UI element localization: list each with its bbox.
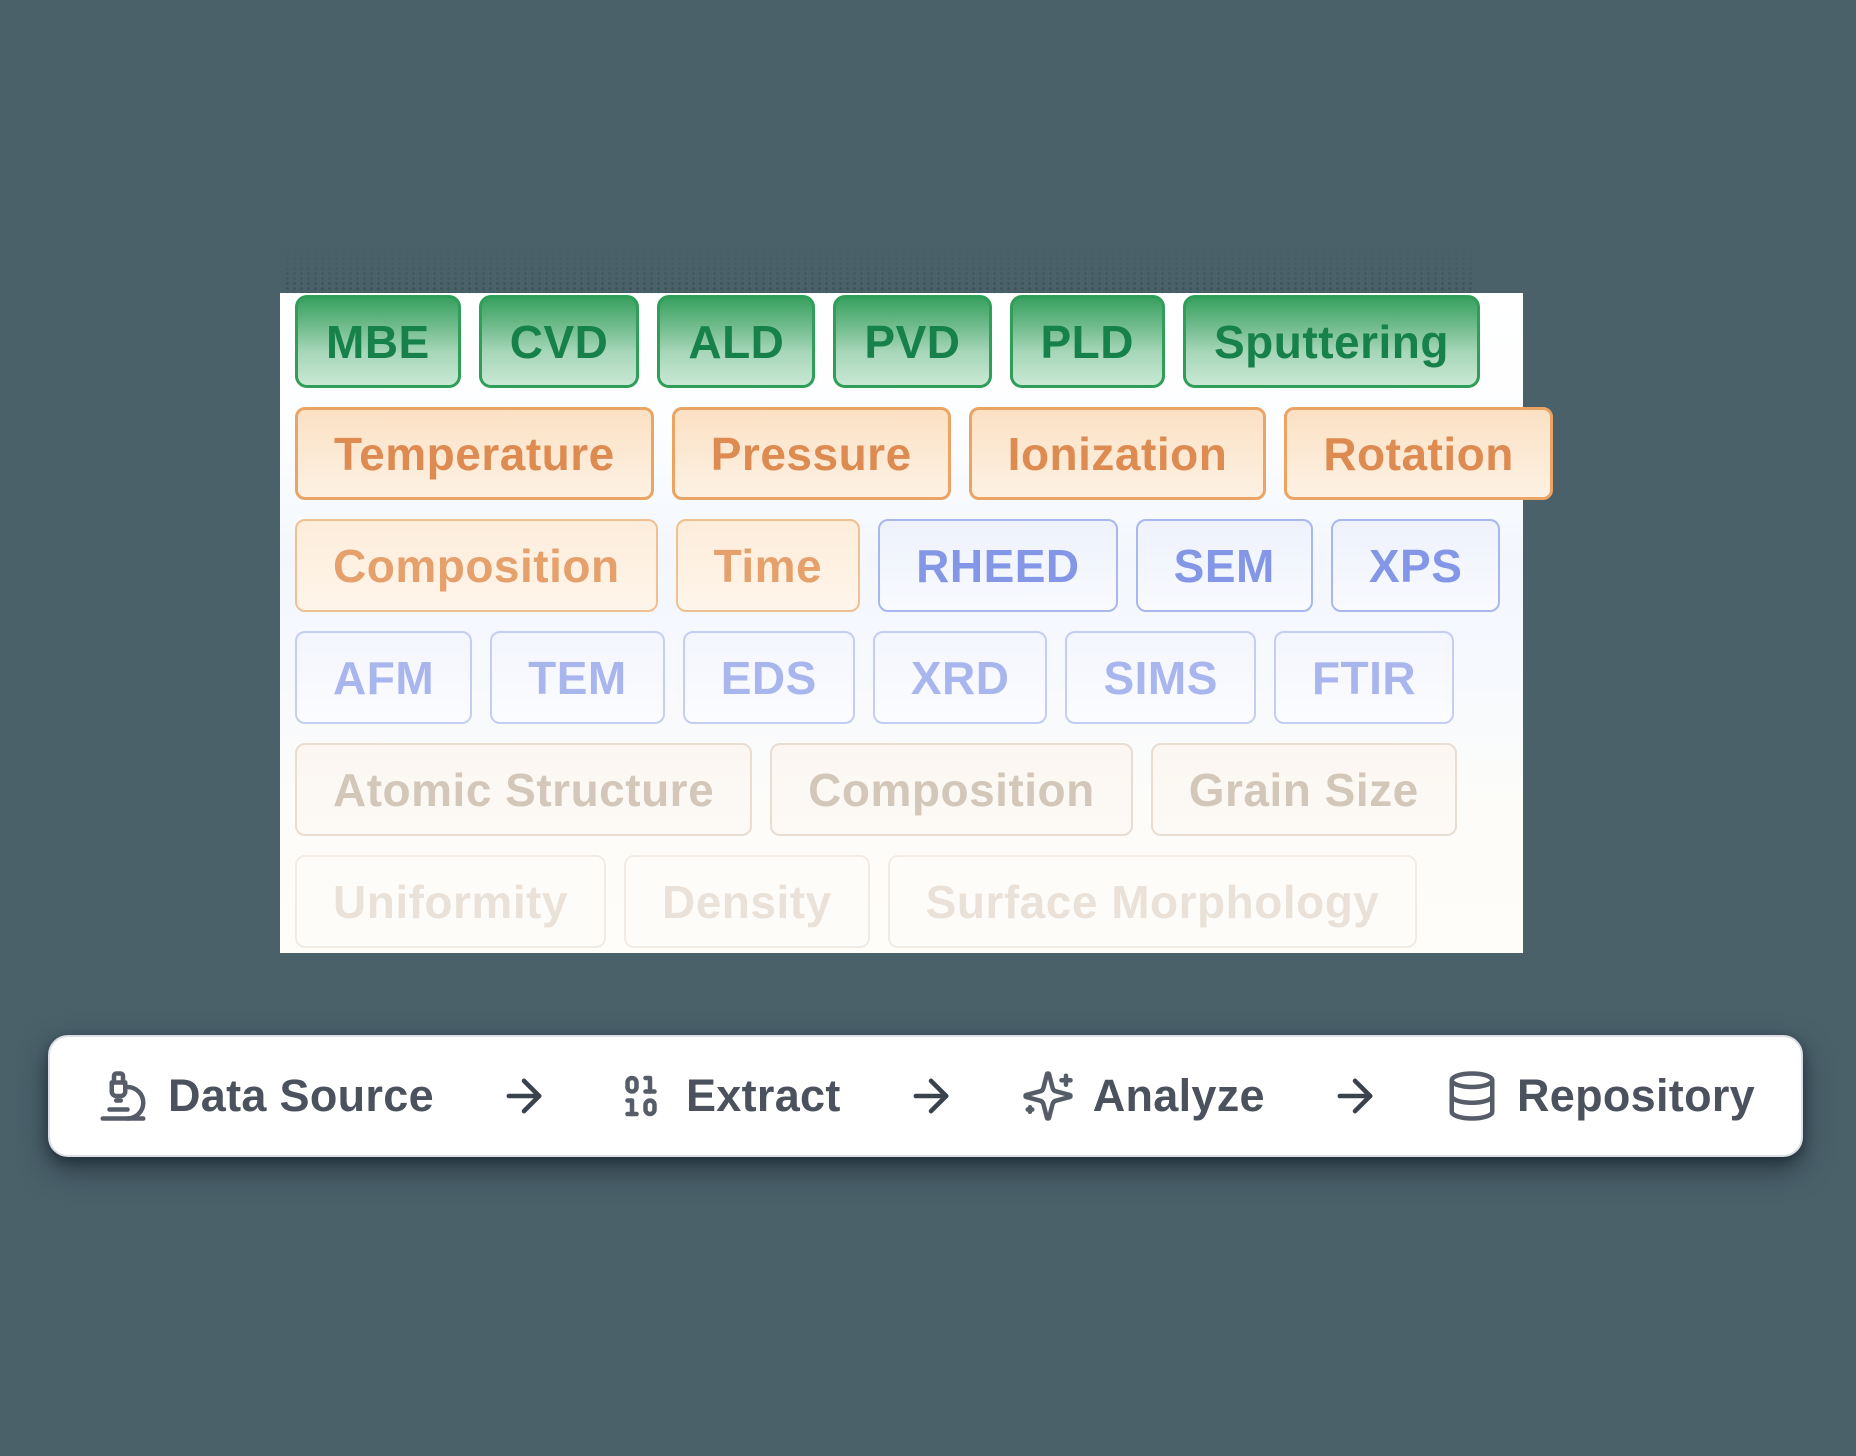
tag-chip[interactable]: CVD	[478, 295, 640, 388]
chip-row-film-qualities: Uniformity Density Surface Morphology	[295, 855, 1508, 948]
chip-row-parameters-and-techniques: Composition Time RHEED SEM XPS	[295, 519, 1508, 612]
tag-chip[interactable]: MBE	[295, 295, 461, 388]
tag-chip[interactable]: Pressure	[671, 407, 951, 500]
tag-chip[interactable]: Density	[624, 855, 870, 948]
tag-chip[interactable]: Grain Size	[1150, 743, 1457, 836]
tag-chip[interactable]: FTIR	[1273, 631, 1455, 724]
tag-chip[interactable]: ALD	[657, 295, 816, 388]
tag-chip[interactable]: XPS	[1330, 519, 1501, 612]
tag-chip[interactable]: Sputtering	[1183, 295, 1480, 388]
tag-chip[interactable]: Rotation	[1284, 407, 1553, 500]
pipeline-step-extract: Extract	[614, 1069, 841, 1123]
sparkles-icon	[1022, 1071, 1073, 1121]
pipeline-bar: Data Source Extract Analyze Repository	[48, 1035, 1803, 1157]
tag-chip[interactable]: Composition	[295, 519, 658, 612]
pipeline-step-repository: Repository	[1445, 1069, 1755, 1123]
chip-row-characterization-techniques: AFM TEM EDS XRD SIMS FTIR	[295, 631, 1508, 724]
pipeline-step-label: Data Source	[168, 1070, 434, 1121]
tag-chip[interactable]: Temperature	[295, 407, 654, 500]
chip-row-process-parameters: Temperature Pressure Ionization Rotation	[295, 407, 1553, 500]
tag-chip[interactable]: Ionization	[968, 407, 1267, 500]
tag-chip[interactable]: Atomic Structure	[295, 743, 753, 836]
tag-chip[interactable]: AFM	[295, 631, 473, 724]
arrow-right-icon	[1329, 1070, 1381, 1122]
microscope-icon	[100, 1071, 146, 1121]
arrow-right-icon	[498, 1070, 550, 1122]
database-icon	[1449, 1071, 1495, 1121]
tag-chip[interactable]: SIMS	[1065, 631, 1256, 724]
tag-chip[interactable]: SEM	[1135, 519, 1313, 612]
pipeline-step-label: Extract	[685, 1070, 841, 1121]
tag-chip[interactable]: TEM	[490, 631, 665, 724]
tag-chip[interactable]: PLD	[1009, 295, 1165, 388]
tag-chip[interactable]: Composition	[770, 743, 1133, 836]
chip-board-card: MBE CVD ALD PVD PLD Sputtering Temperatu…	[280, 293, 1553, 953]
tag-chip[interactable]: PVD	[833, 295, 992, 388]
tag-chip[interactable]: EDS	[682, 631, 855, 724]
pipeline-step-label: Analyze	[1092, 1070, 1265, 1121]
chip-row-material-properties: Atomic Structure Composition Grain Size	[295, 743, 1508, 836]
tag-chip[interactable]: Uniformity	[295, 855, 606, 948]
pipeline-step-analyze: Analyze	[1021, 1069, 1265, 1123]
tag-chip[interactable]: Surface Morphology	[887, 855, 1418, 948]
pipeline-step-data-source: Data Source	[96, 1069, 434, 1123]
tag-chip[interactable]: XRD	[872, 631, 1048, 724]
chip-row-deposition-methods: MBE CVD ALD PVD PLD Sputtering	[295, 295, 1508, 388]
pipeline-step-label: Repository	[1516, 1070, 1755, 1121]
arrow-right-icon	[905, 1070, 957, 1122]
tag-chip[interactable]: Time	[675, 519, 861, 612]
binary-icon	[625, 1075, 657, 1117]
tag-chip[interactable]: RHEED	[878, 519, 1118, 612]
